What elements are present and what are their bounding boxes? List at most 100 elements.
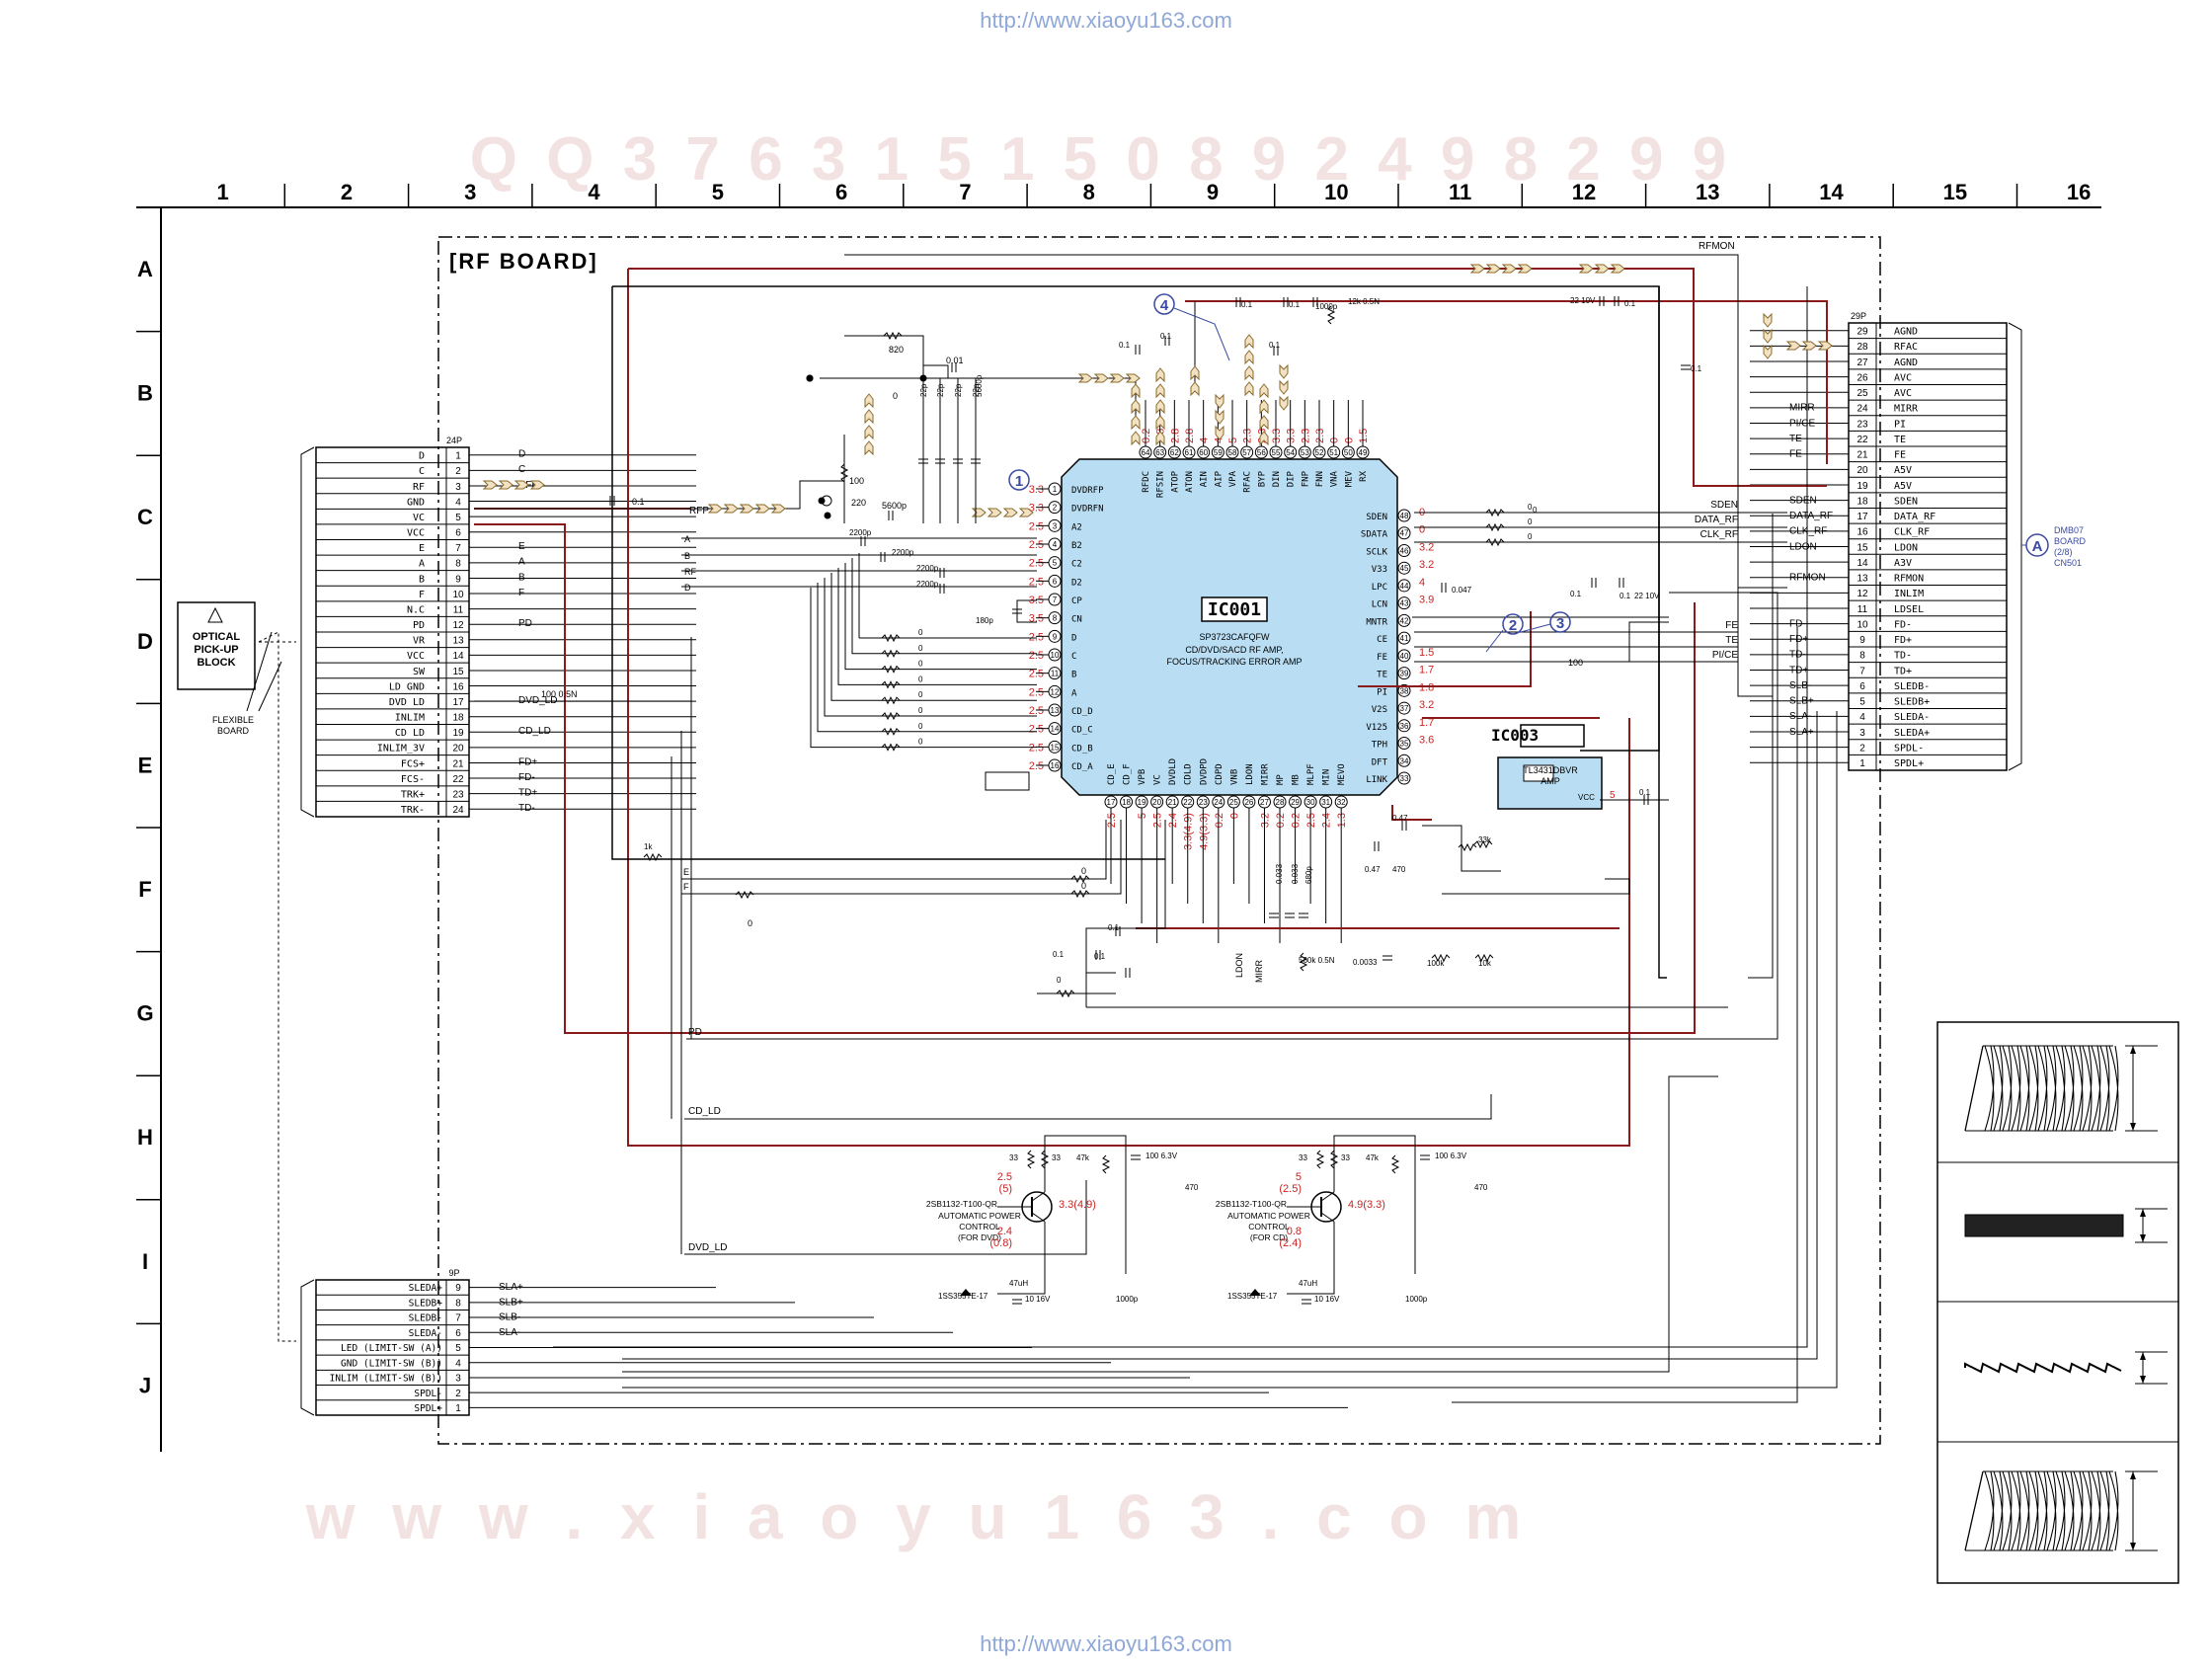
junction-dot [806,374,814,382]
ic-pin-name: MLPF [1306,763,1316,785]
signal-arrow-icon [1763,312,1773,328]
ic-pin-name: LDON [1245,763,1255,785]
connector-pin-name: RF [413,482,425,493]
connector-pin-name: C [419,466,425,477]
component-label: 0 [1081,866,1086,876]
waveform-panel [1936,1021,2179,1584]
ic-pin-number: 62 [1170,448,1179,457]
connector-pin-name: TD+ [1894,666,1912,676]
resistor-symbol [881,727,901,736]
connector-pin-number: 25 [1856,388,1868,399]
connector-pin-name: AGND [1894,327,1918,338]
resistor-symbol [1329,1150,1339,1169]
connector-pin-number: 16 [452,681,464,692]
ic-pin-number: 16 [1051,761,1060,770]
grid-column-label: 11 [1449,180,1471,204]
ic-pin-voltage: 2.5 [1029,724,1044,736]
grid-column-label: 2 [341,180,353,204]
ic001-desc: FOCUS/TRACKING ERROR AMP [1166,657,1302,667]
component-label: 470 [1392,865,1406,874]
ic-pin-name: PI [1377,687,1387,697]
component-label: 0.1 [1570,590,1582,598]
signal-arrow-icon [1215,393,1224,409]
ic-pin-number: 26 [1244,798,1253,807]
ic-pin-name: ATOP [1170,470,1180,492]
waveform-trace [2002,1470,2013,1551]
connector-pin-number: 4 [1859,712,1865,723]
connector-pin-name: D [419,451,425,462]
ic-pin-name: CE [1377,635,1387,645]
ic-pin-name: CD_E [1107,763,1117,785]
ic-pin-name: A [1071,688,1077,698]
ic-pin-number: 36 [1400,722,1409,731]
component-label: 0 [1057,976,1062,985]
grid-column-label: 13 [1696,180,1719,204]
connector-pin-number: 8 [1859,651,1865,662]
ic-pin-number: 25 [1229,798,1238,807]
connector-pin-name: INLIM_3V [377,744,425,755]
signal-arrow-icon [971,508,987,517]
connector-pin-number: 15 [1856,542,1868,553]
grid-row-label: J [139,1373,151,1397]
ic-pin-number: 6 [1053,577,1058,586]
signal-arrow-icon [1155,415,1165,431]
ic-pin-voltage: 2.5 [1305,813,1317,828]
transistor-voltage: (5) [999,1183,1012,1195]
grid-column-label: 10 [1324,180,1348,204]
component-label: 0 [918,706,923,715]
component-label: 10 16V [1025,1295,1051,1304]
grid-row-label: F [138,877,151,902]
ic-pin-name: V125 [1366,723,1387,733]
ic-pin-voltage: 3.3 [1271,429,1283,443]
ic-pin-name: MEV [1344,470,1354,487]
component-label: 1000p [1405,1295,1428,1304]
wire [1452,627,1798,1403]
net-label-cdld: CD_LD [688,1106,721,1117]
grid-row-label: H [137,1125,153,1150]
connector-pin-number: 4 [455,497,461,508]
ic-pin-number: 50 [1344,448,1353,457]
ic-pin-number: 10 [1051,651,1060,660]
connector-pin-name: SLEDB+ [1894,697,1930,708]
power-net-red [474,523,1696,1034]
component-label: 0.1 [1639,788,1651,797]
pickup-title: BLOCK [197,657,235,669]
component-label: 2200p [892,548,914,557]
connector-pin-name: A [419,559,425,570]
waveform-trace [2019,1470,2030,1551]
grid-row-label: A [137,257,153,281]
watermark-digits: Q Q 3 7 6 3 1 5 1 5 0 8 9 2 4 9 8 2 9 9 [470,125,1732,194]
transistor-lead [1320,1191,1335,1202]
component-label: 0.1 [1241,300,1253,309]
ic-pin-voltage: 4 [1199,437,1211,443]
ic-pin-name: LCN [1372,600,1387,610]
connector-pin-number: 3 [455,482,461,493]
transistor-lead [1320,1212,1335,1223]
ic-pin-name: MIRR [1260,763,1270,785]
ic-pin-number: 63 [1155,448,1164,457]
waveform-trace [1993,1045,2004,1132]
ic-pin-name: LPC [1372,583,1387,593]
ic-pin-name: DVDRFP [1071,486,1104,496]
waveform-trace [2037,1470,2048,1551]
component-label: 100 [849,476,864,486]
signal-arrow-icon [1763,328,1773,344]
junction-dot [824,512,831,519]
ic-pin-name: A2 [1071,522,1082,532]
signal-arrow-icon [498,480,514,490]
connector-pin-name: VC [413,513,425,523]
flex-lead [258,631,296,1342]
ic-pin-circle [1397,543,1411,557]
ic-pin-voltage: 2.3 [1300,429,1311,443]
connector-pin-number: 8 [455,1298,461,1309]
ic-pin-name: SDEN [1366,513,1387,522]
component-label: 680p [1304,866,1313,884]
watermark-url-bottom: http://www.xiaoyu163.com [980,1631,1232,1656]
signal-arrow-icon [864,425,874,440]
connector-pin-number: 4 [455,1358,461,1369]
ic-pin-name: DVDPD [1199,758,1209,785]
net-label: B [684,551,690,561]
ic-pin-voltage: 3.2 [1419,699,1434,711]
connector-pin-name: FE [1894,450,1906,461]
connector-pin-name: SPDL- [414,1389,442,1399]
